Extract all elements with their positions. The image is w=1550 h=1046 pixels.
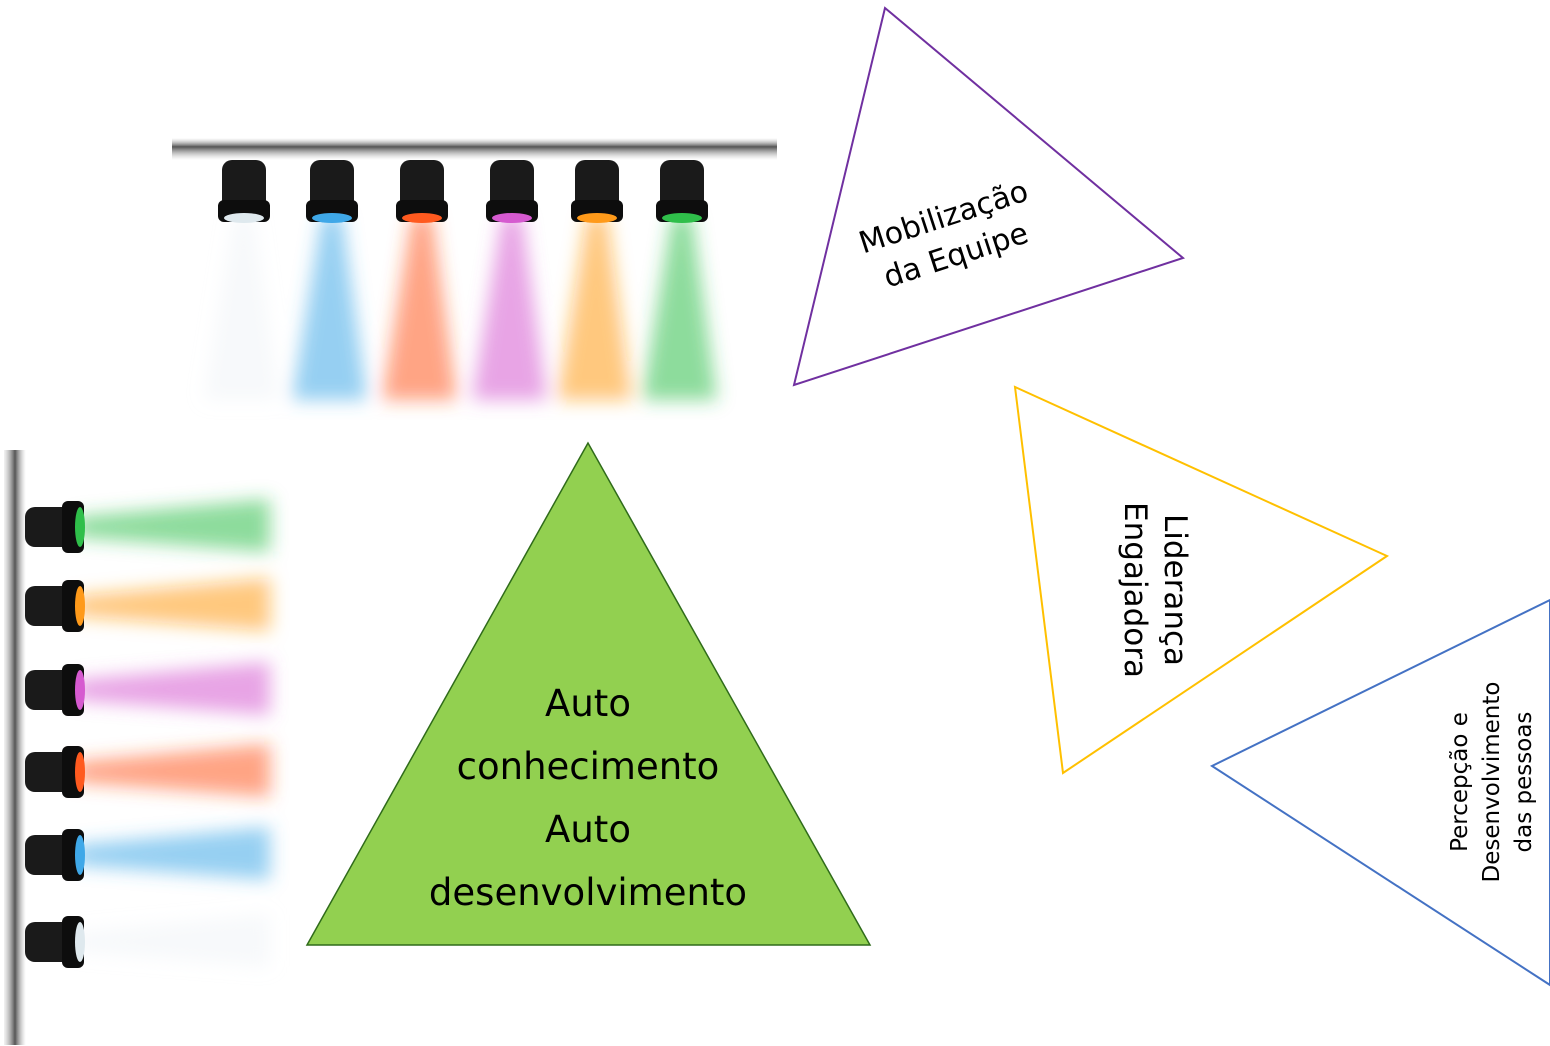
stage-lamp-icon: [396, 160, 448, 223]
mobilizacao-triangle: [792, 6, 1186, 387]
lighting-rail: [172, 138, 777, 160]
light-beam: [75, 499, 270, 552]
percepcao-line-2: Desenvolvimento: [1479, 681, 1505, 883]
light-beam: [204, 215, 279, 400]
main-line-2: conhecimento: [456, 745, 720, 788]
main-triangle-text: Auto conhecimento Auto desenvolvimento: [388, 672, 788, 924]
stage-lamp-icon: [25, 664, 85, 716]
lideranca-text: Liderança Engajadora: [1115, 470, 1195, 710]
light-beam: [292, 215, 367, 400]
stage-lamp-icon: [25, 829, 85, 881]
light-beam: [557, 215, 632, 400]
percepcao-text: Percepção e Desenvolvimento das pessoas: [1444, 652, 1540, 912]
percepcao-line-3: das pessoas: [1511, 711, 1537, 853]
light-beam: [472, 215, 547, 400]
percepcao-triangle: [1209, 598, 1550, 987]
light-beam: [382, 215, 457, 400]
light-beam: [642, 215, 717, 400]
percepcao-line-1: Percepção e: [1447, 712, 1473, 852]
main-line-4: desenvolvimento: [428, 871, 748, 914]
light-beam: [75, 914, 270, 967]
lideranca-line-1: Liderança: [1157, 513, 1193, 667]
stage-lamp-icon: [25, 580, 85, 632]
lideranca-triangle: [1013, 385, 1390, 775]
main-triangle: [305, 441, 872, 946]
top-stage-lights: [172, 138, 777, 400]
main-line-1: Auto: [545, 682, 631, 725]
stage-lamp-icon: [25, 501, 85, 553]
lideranca-line-2: Engajadora: [1117, 502, 1153, 678]
light-beam: [75, 827, 270, 880]
stage-lamp-icon: [306, 160, 358, 223]
left-stage-lights: [4, 450, 270, 1045]
stage-lamp-icon: [571, 160, 623, 223]
light-beam: [75, 578, 270, 631]
stage-lamp-icon: [25, 916, 85, 968]
stage-lamp-icon: [486, 160, 538, 223]
stage-lamp-icon: [25, 746, 85, 798]
light-beam: [75, 662, 270, 715]
stage-lamp-icon: [218, 160, 270, 223]
light-beam: [75, 744, 270, 797]
stage-lamp-icon: [656, 160, 708, 223]
main-line-3: Auto: [545, 808, 631, 851]
lighting-rail-vertical: [4, 450, 26, 1045]
